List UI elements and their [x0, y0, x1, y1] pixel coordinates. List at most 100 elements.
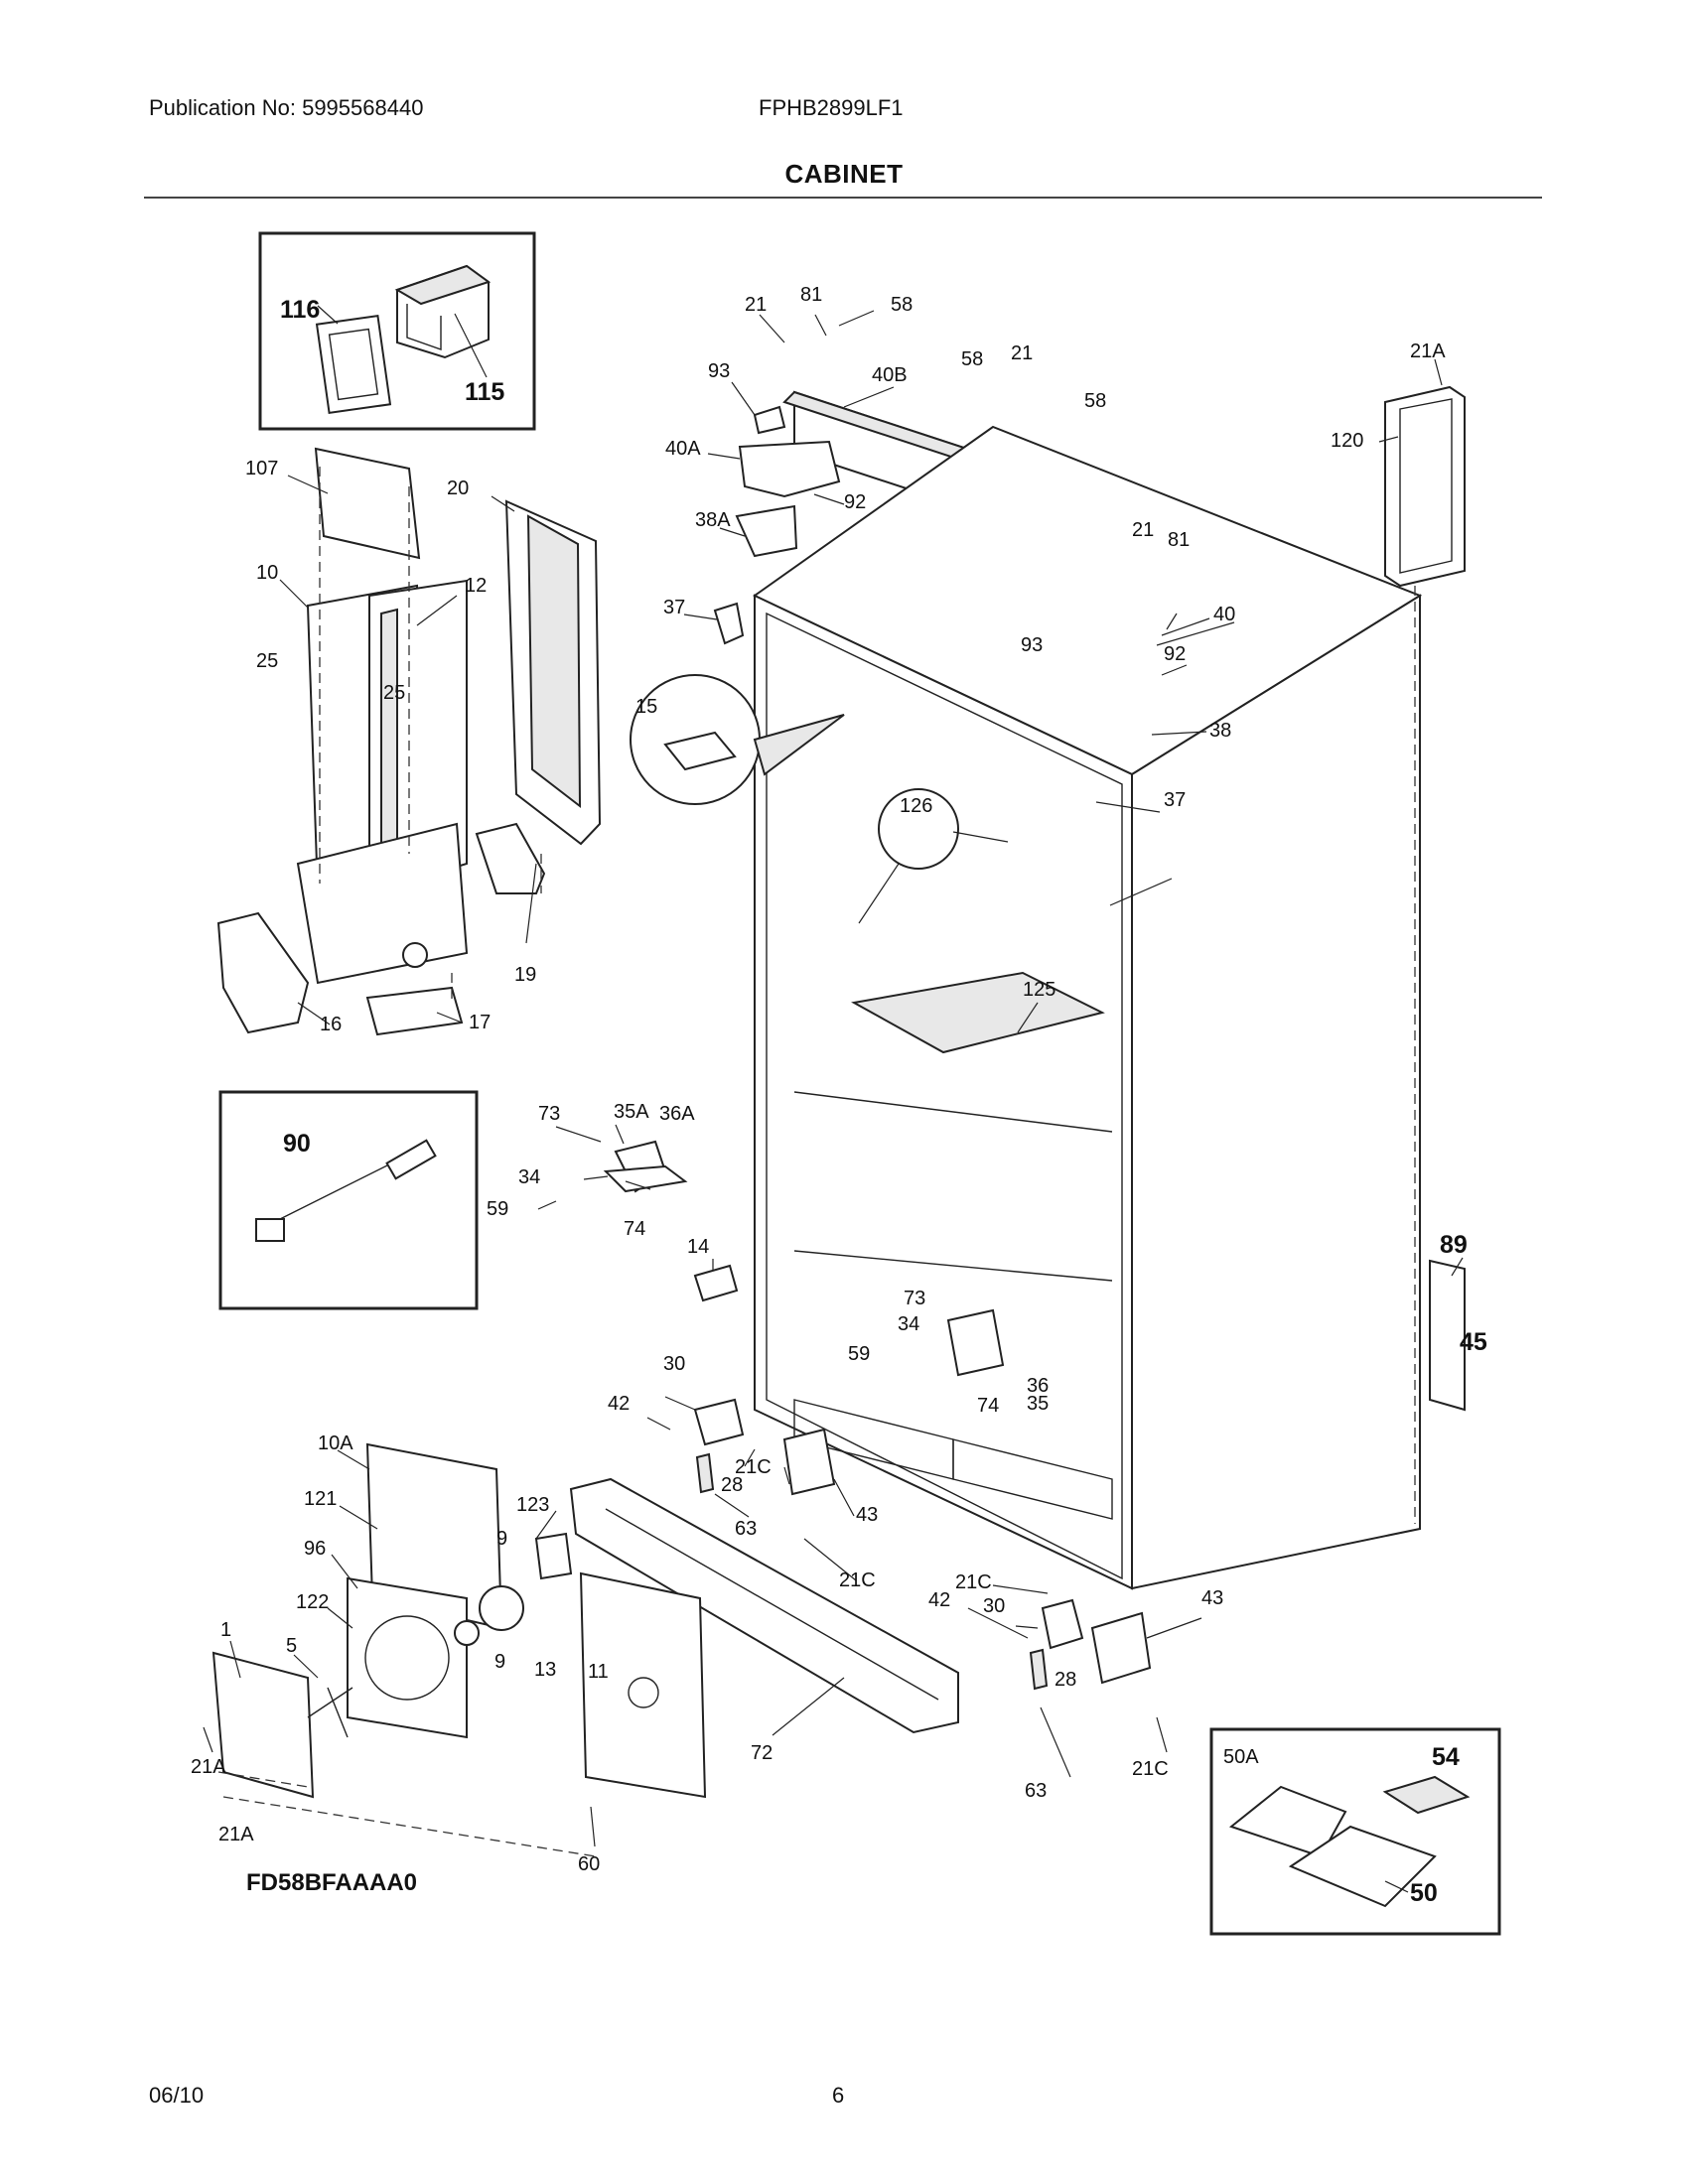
callout-122: 122: [296, 1591, 329, 1613]
callout-21A: 21A: [191, 1756, 226, 1778]
callout-17: 17: [469, 1012, 491, 1033]
callout-21: 21: [1132, 519, 1154, 541]
ice-chute-assembly: [216, 447, 602, 1036]
callout-35A: 35A: [614, 1101, 649, 1123]
leader-lines: [203, 310, 1464, 1893]
callout-50A: 50A: [1223, 1746, 1259, 1768]
page-title: CABINET: [784, 159, 904, 189]
machine-compartment-assembly: [211, 1442, 707, 1857]
callout-40: 40: [1213, 604, 1235, 625]
callout-116: 116: [280, 296, 320, 324]
callout-63: 63: [735, 1518, 757, 1540]
callout-15: 15: [635, 696, 657, 718]
callout-92: 92: [844, 491, 866, 513]
callout-13: 13: [534, 1659, 556, 1681]
callout-93: 93: [1021, 634, 1043, 656]
callout-81: 81: [1168, 529, 1190, 551]
callout-21A: 21A: [1410, 341, 1446, 362]
callout-59: 59: [487, 1198, 508, 1220]
callout-21C: 21C: [1132, 1758, 1169, 1780]
callout-74: 74: [977, 1395, 999, 1417]
model-number: FPHB2899LF1: [759, 95, 904, 120]
callout-58: 58: [891, 294, 913, 316]
callout-93: 93: [708, 360, 730, 382]
callout-92: 92: [1164, 643, 1186, 665]
inset-drawer-assembly: [1209, 1727, 1501, 1936]
callout-10A: 10A: [318, 1433, 353, 1454]
callout-36A: 36A: [659, 1103, 695, 1125]
callout-9: 9: [496, 1528, 507, 1550]
callout-21: 21: [745, 294, 767, 316]
callout-30: 30: [983, 1595, 1005, 1617]
callout-42: 42: [608, 1393, 630, 1415]
callout-43: 43: [856, 1504, 878, 1526]
callout-30: 30: [663, 1353, 685, 1375]
callout-96: 96: [304, 1538, 326, 1560]
callout-25: 25: [256, 650, 278, 672]
diagram-code: FD58BFAAAA0: [246, 1869, 417, 1896]
callout-90: 90: [283, 1130, 311, 1158]
callout-74: 74: [624, 1218, 645, 1240]
callout-123: 123: [516, 1494, 549, 1516]
callout-5: 5: [286, 1635, 297, 1657]
header-divider: [144, 197, 1542, 199]
callout-16: 16: [320, 1014, 342, 1035]
kickplate-grille: [569, 1477, 959, 1734]
callout-14: 14: [687, 1236, 709, 1258]
callout-21: 21: [1011, 342, 1033, 364]
callout-89: 89: [1440, 1231, 1468, 1259]
inset-power-cord: [218, 1090, 479, 1310]
callout-42: 42: [928, 1589, 950, 1611]
callout-38A: 38A: [695, 509, 731, 531]
callout-1: 1: [220, 1619, 231, 1641]
callout-115: 115: [465, 378, 504, 406]
callout-34: 34: [518, 1166, 540, 1188]
callout-125: 125: [1023, 979, 1055, 1001]
callout-126: 126: [900, 795, 932, 817]
callout-labels: 116 115 107 20 10 12 25 25 19 16 17 21 8…: [191, 284, 1487, 1907]
inset-bucket-assembly: [258, 231, 536, 431]
callout-72: 72: [751, 1742, 773, 1764]
control-panel-assembly: [1384, 385, 1466, 588]
callout-21A: 21A: [218, 1824, 254, 1845]
callout-35: 35: [1027, 1393, 1049, 1415]
callout-21C: 21C: [955, 1571, 992, 1593]
callout-45: 45: [1460, 1328, 1487, 1356]
callout-25: 25: [383, 682, 405, 704]
callout-20: 20: [447, 478, 469, 499]
callout-28: 28: [1055, 1669, 1076, 1691]
callout-121: 121: [304, 1488, 337, 1510]
callout-12: 12: [465, 575, 487, 597]
callout-50: 50: [1410, 1879, 1438, 1907]
callout-40B: 40B: [872, 364, 908, 386]
callout-43: 43: [1201, 1587, 1223, 1609]
detail-bubbles: [630, 674, 1009, 924]
callout-34: 34: [898, 1313, 919, 1335]
callout-38: 38: [1209, 720, 1231, 742]
callout-58: 58: [961, 348, 983, 370]
mid-hinge-assemblies: [603, 1140, 1152, 1691]
callout-21C: 21C: [735, 1456, 772, 1478]
callout-40A: 40A: [665, 438, 701, 460]
callout-37: 37: [1164, 789, 1186, 811]
callout-60: 60: [578, 1853, 600, 1875]
callout-58: 58: [1084, 390, 1106, 412]
callout-11: 11: [588, 1661, 609, 1683]
callout-21C: 21C: [839, 1570, 876, 1591]
callout-81: 81: [800, 284, 822, 306]
callout-107: 107: [245, 458, 278, 479]
callout-9: 9: [494, 1651, 505, 1673]
callout-28: 28: [721, 1474, 743, 1496]
callout-120: 120: [1331, 430, 1363, 452]
publication-number: Publication No: 5995568440: [149, 95, 424, 120]
callout-36: 36: [1027, 1375, 1049, 1397]
callout-73: 73: [904, 1288, 925, 1309]
footer-date: 06/10: [149, 2083, 205, 2108]
side-panel-89: [1429, 1259, 1466, 1412]
callout-37: 37: [663, 597, 685, 618]
callout-10: 10: [256, 562, 278, 584]
callout-73: 73: [538, 1103, 560, 1125]
refrigerator-cabinet: [753, 425, 1423, 1590]
callout-63: 63: [1025, 1780, 1047, 1802]
